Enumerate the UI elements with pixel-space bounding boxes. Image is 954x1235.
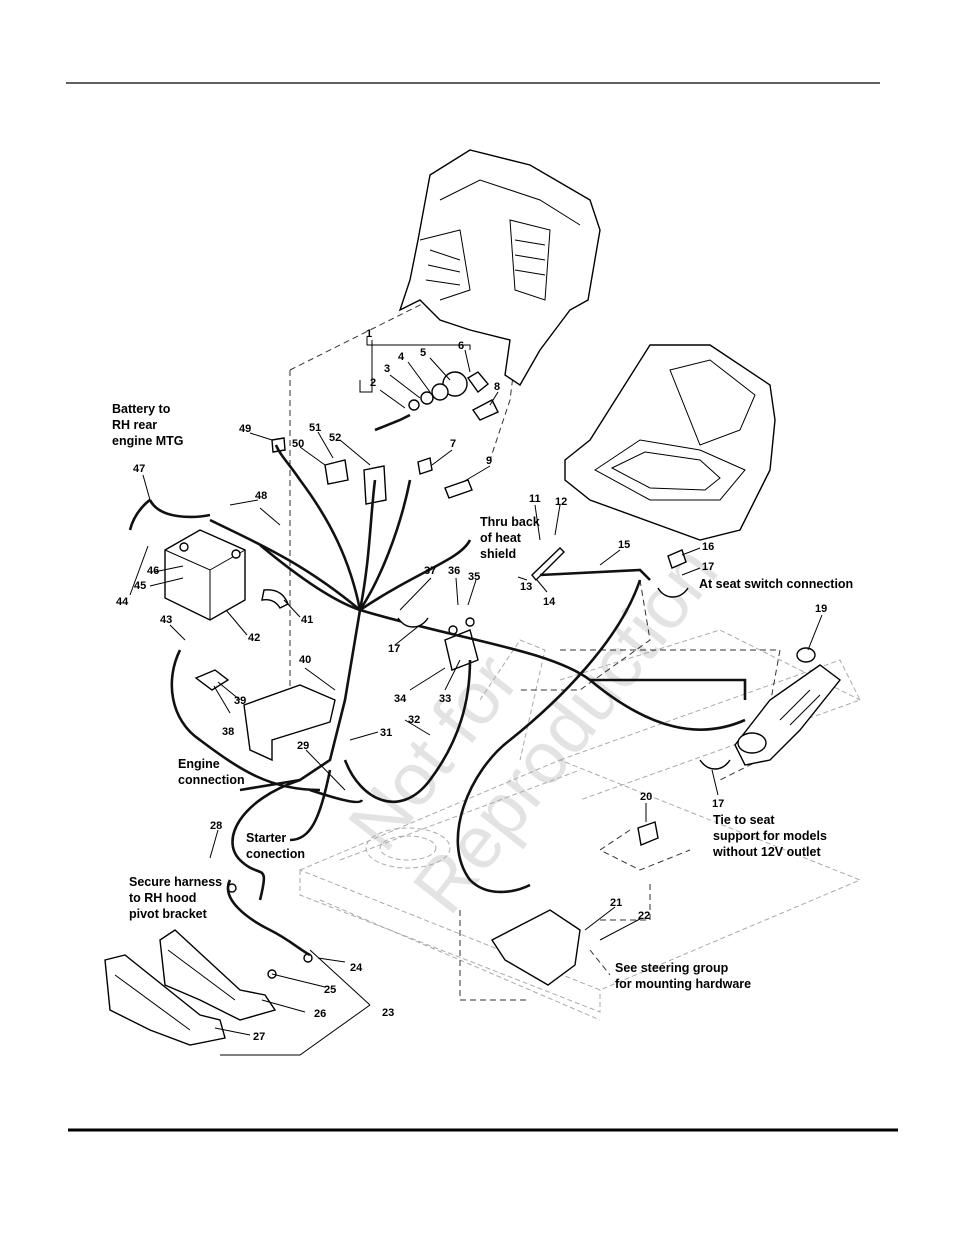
note-battery-line-3: engine MTG — [112, 434, 184, 448]
callout-40: 40 — [299, 654, 311, 666]
note-steering-line-1: See steering group — [615, 961, 729, 975]
note-tie-line-2: support for models — [713, 829, 827, 843]
leader-lines — [129, 337, 823, 1056]
callout-33: 33 — [439, 693, 451, 705]
note-starter-line-1: Starter — [246, 831, 286, 845]
note-secure-line-2: to RH hood — [129, 891, 196, 905]
callout-49: 49 — [239, 423, 251, 435]
callout-46: 46 — [147, 565, 159, 577]
callout-17-tie: 17 — [712, 798, 724, 810]
callout-1: 1 — [366, 328, 372, 340]
callout-51: 51 — [309, 422, 321, 434]
callout-28: 28 — [210, 820, 222, 832]
callout-23: 23 — [382, 1007, 394, 1019]
callout-9: 9 — [486, 455, 492, 467]
callout-45: 45 — [134, 580, 146, 592]
callout-35: 35 — [468, 571, 480, 583]
callout-11: 11 — [529, 493, 541, 505]
callout-43: 43 — [160, 614, 172, 626]
callout-4: 4 — [398, 351, 405, 363]
note-heat-shield-line-2: of heat — [480, 531, 522, 545]
note-engine-line-2: connection — [178, 773, 245, 787]
callout-13: 13 — [520, 581, 532, 593]
callout-16: 16 — [702, 541, 714, 553]
callout-24: 24 — [350, 962, 363, 974]
clamps — [397, 587, 731, 770]
callout-50: 50 — [292, 438, 304, 450]
callout-15: 15 — [618, 539, 630, 551]
callout-25: 25 — [324, 984, 336, 996]
note-steering-line-2: for mounting hardware — [615, 977, 751, 991]
seat — [564, 344, 776, 541]
note-secure-line-3: pivot bracket — [129, 907, 208, 921]
callout-19: 19 — [815, 603, 827, 615]
callout-52: 52 — [329, 432, 341, 444]
callout-37: 37 — [424, 565, 436, 577]
note-starter-line-2: conection — [246, 847, 305, 861]
callout-31: 31 — [380, 727, 392, 739]
callout-7: 7 — [450, 438, 456, 450]
callout-2: 2 — [370, 377, 376, 389]
callout-3: 3 — [384, 363, 390, 375]
callout-26: 26 — [314, 1008, 326, 1020]
annotation-notes: Battery to RH rear engine MTG Thru back … — [112, 402, 853, 991]
callout-34: 34 — [394, 693, 407, 705]
callout-20: 20 — [640, 791, 652, 803]
callout-42: 42 — [248, 632, 260, 644]
callout-27: 27 — [253, 1031, 265, 1043]
callout-8: 8 — [494, 381, 500, 393]
callout-5: 5 — [420, 347, 426, 359]
callout-6: 6 — [458, 340, 464, 352]
wiring-harness — [128, 413, 747, 957]
note-heat-shield-line-3: shield — [480, 547, 516, 561]
callout-22: 22 — [638, 910, 650, 922]
callout-17-seat: 17 — [702, 561, 714, 573]
callout-17-wire: 17 — [388, 643, 400, 655]
callout-41: 41 — [301, 614, 313, 626]
callout-48: 48 — [255, 490, 267, 502]
callout-numbers: 1 2 3 4 5 6 7 8 9 11 12 13 14 15 16 17 1… — [116, 328, 827, 1043]
note-secure-line-1: Secure harness — [129, 875, 222, 889]
small-parts — [194, 371, 687, 986]
callout-32: 32 — [408, 714, 420, 726]
callout-21: 21 — [610, 897, 622, 909]
note-tie-line-1: Tie to seat — [713, 813, 775, 827]
callout-29: 29 — [297, 740, 309, 752]
note-battery-line-2: RH rear — [112, 418, 157, 432]
watermark: Not for Reproduction — [332, 530, 733, 928]
fender-dashboard — [398, 149, 601, 386]
headlights — [104, 929, 277, 1046]
callout-44: 44 — [116, 596, 129, 608]
note-seat-switch: At seat switch connection — [699, 577, 853, 591]
note-battery-line-1: Battery to — [112, 402, 171, 416]
note-engine-line-1: Engine — [178, 757, 220, 771]
note-heat-shield-line-1: Thru back — [480, 515, 540, 529]
note-tie-line-3: without 12V outlet — [712, 845, 821, 859]
callout-39: 39 — [234, 695, 246, 707]
battery — [164, 529, 246, 621]
callout-14: 14 — [543, 596, 556, 608]
callout-36: 36 — [448, 565, 460, 577]
callout-38: 38 — [222, 726, 234, 738]
callout-12: 12 — [555, 496, 567, 508]
callout-47: 47 — [133, 463, 145, 475]
cup-holder-bracket — [734, 647, 841, 766]
